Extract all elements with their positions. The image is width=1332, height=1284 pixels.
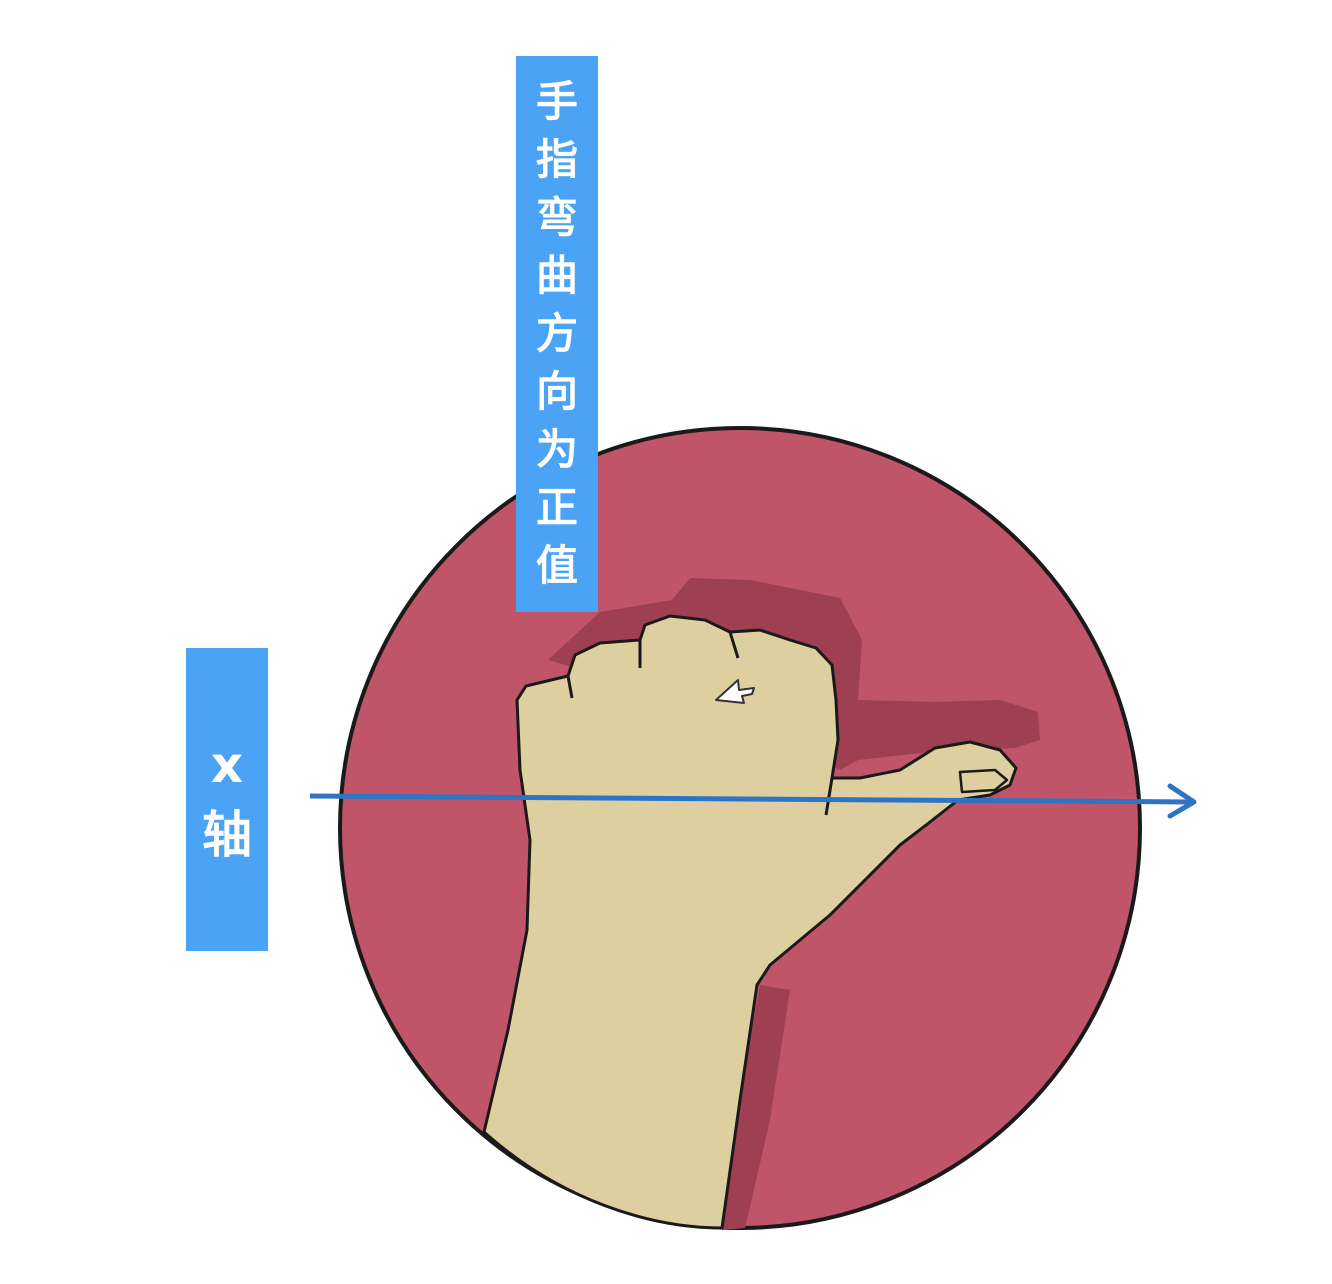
finger-line-3 bbox=[728, 631, 740, 659]
x-axis-line bbox=[309, 793, 1193, 805]
cursor-icon bbox=[715, 679, 755, 704]
thumb-base-line bbox=[824, 777, 834, 816]
thumb-nail bbox=[958, 768, 1009, 794]
rotation-direction-char-5: 方 bbox=[535, 309, 578, 358]
rotation-direction-char-4: 曲 bbox=[535, 251, 578, 300]
rotation-direction-char-9: 值 bbox=[535, 541, 578, 590]
rotation-direction-char-8: 正 bbox=[535, 483, 578, 532]
rotation-direction-label: 手 指 弯 曲 方 向 为 正 值 bbox=[516, 56, 598, 612]
arm-shadow bbox=[722, 985, 790, 1230]
hand-icon bbox=[482, 614, 1018, 1230]
rotation-direction-char-6: 向 bbox=[535, 367, 578, 416]
x-axis-label: x 轴 bbox=[186, 648, 268, 951]
rotation-direction-char-3: 弯 bbox=[535, 193, 578, 242]
rotation-direction-char-1: 手 bbox=[535, 77, 578, 126]
arrow-right-icon bbox=[1167, 783, 1197, 819]
rotation-direction-char-2: 指 bbox=[535, 135, 578, 184]
x-axis-label-char-1: x bbox=[210, 735, 244, 794]
x-axis-label-char-2: 轴 bbox=[202, 805, 252, 864]
rotation-direction-char-7: 为 bbox=[535, 425, 578, 474]
finger-line-1 bbox=[566, 675, 574, 699]
